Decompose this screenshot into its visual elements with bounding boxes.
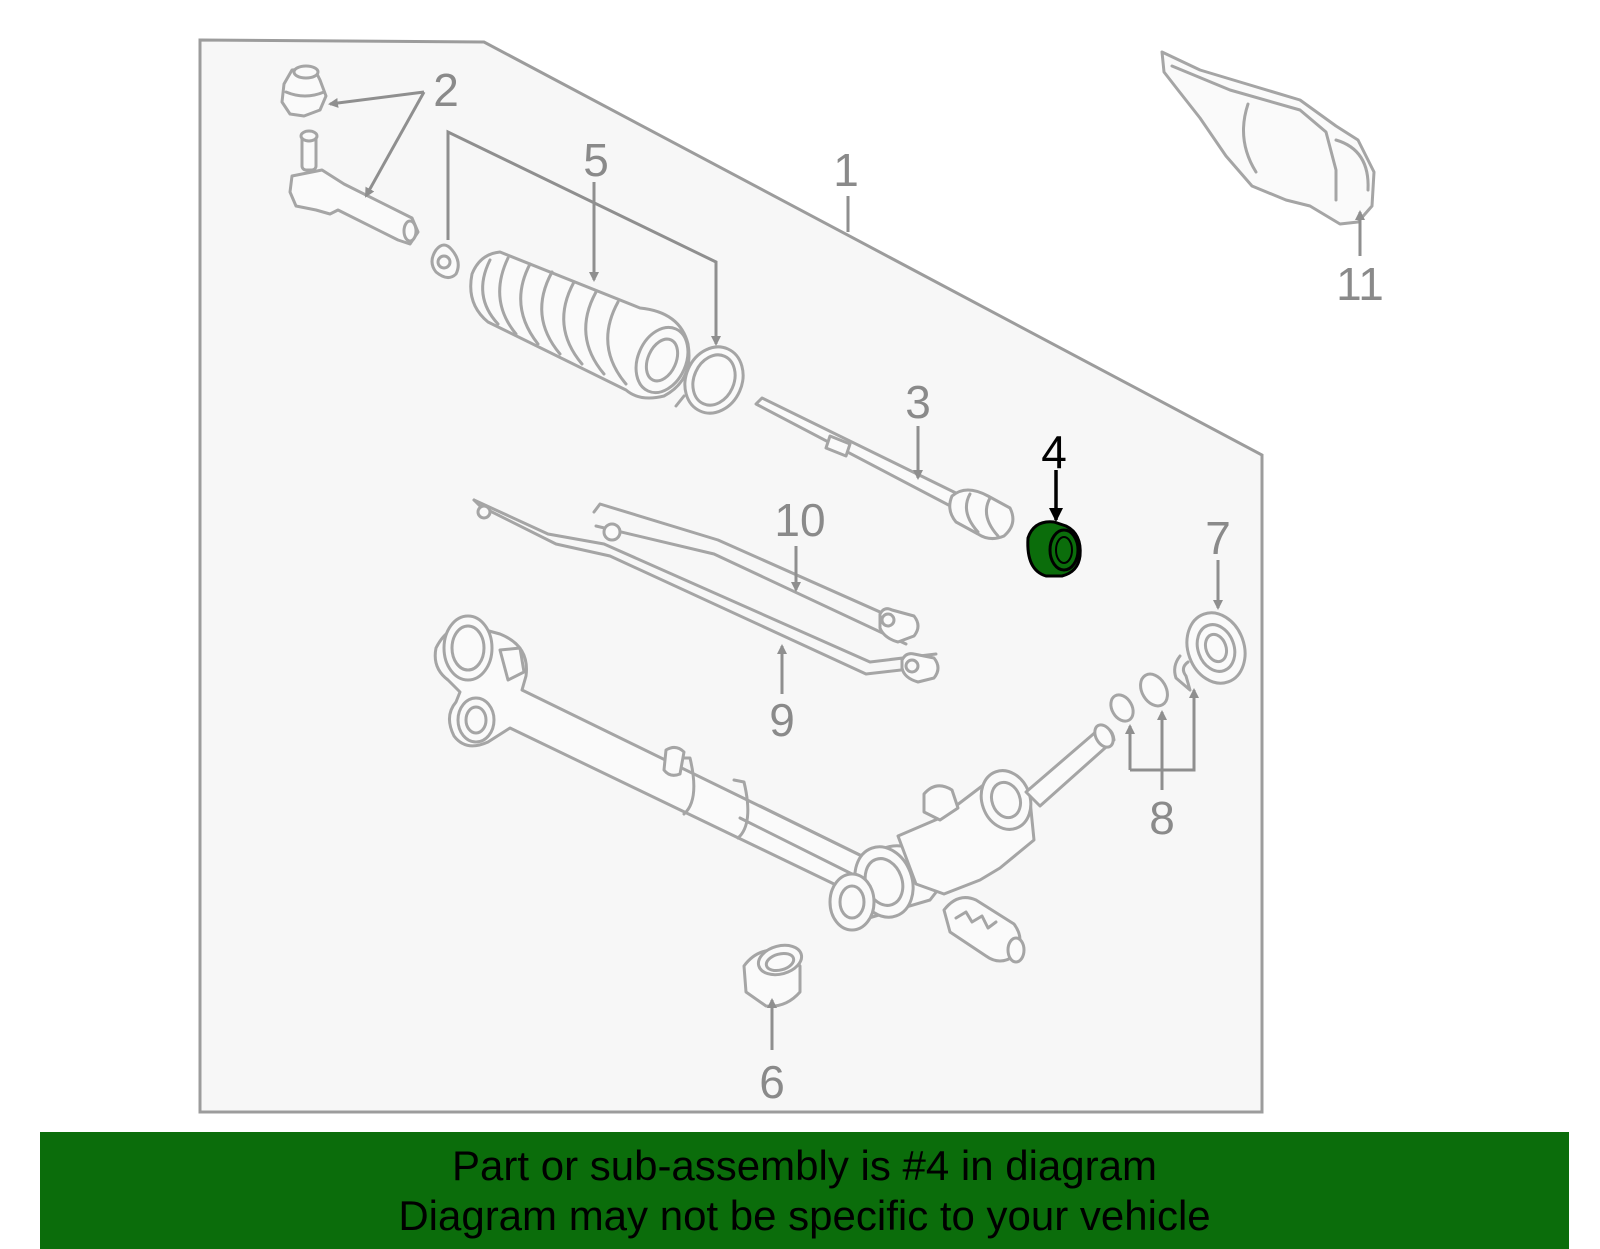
info-banner: Part or sub-assembly is #4 in diagram Di… xyxy=(40,1132,1569,1249)
callout-2: 2 xyxy=(433,64,459,116)
callout-7: 7 xyxy=(1205,512,1231,564)
callout-6: 6 xyxy=(759,1056,785,1108)
part-5-boot xyxy=(469,250,691,400)
part-9-line xyxy=(472,498,940,684)
callout-11: 11 xyxy=(1336,258,1384,310)
callout-10: 10 xyxy=(774,494,825,546)
banner-line-2: Diagram may not be specific to your vehi… xyxy=(398,1191,1211,1239)
part-6-bushing xyxy=(742,943,804,1008)
callout-8: 8 xyxy=(1149,792,1175,844)
callout-5: 5 xyxy=(583,134,609,186)
part-8-seals xyxy=(1109,654,1192,723)
part-3-inner-tie-rod xyxy=(754,396,1015,541)
part-4-highlighted xyxy=(1026,520,1082,578)
part-11-shield xyxy=(1160,50,1376,226)
callout-1: 1 xyxy=(833,144,859,196)
leader-lines xyxy=(328,90,1365,1050)
part-1-valve-body xyxy=(896,723,1116,964)
callout-4: 4 xyxy=(1041,426,1067,478)
banner-line-1: Part or sub-assembly is #4 in diagram xyxy=(452,1141,1157,1189)
callout-3: 3 xyxy=(905,376,931,428)
part-10-line xyxy=(592,502,920,646)
part-5-boot-clamp-small xyxy=(430,243,460,279)
part-1-rack-housing xyxy=(433,614,946,932)
part-7-seal xyxy=(1185,611,1247,685)
part-5-boot-clamp-large xyxy=(674,345,745,415)
part-2-tie-rod-end xyxy=(280,64,420,246)
callout-9: 9 xyxy=(769,694,795,746)
